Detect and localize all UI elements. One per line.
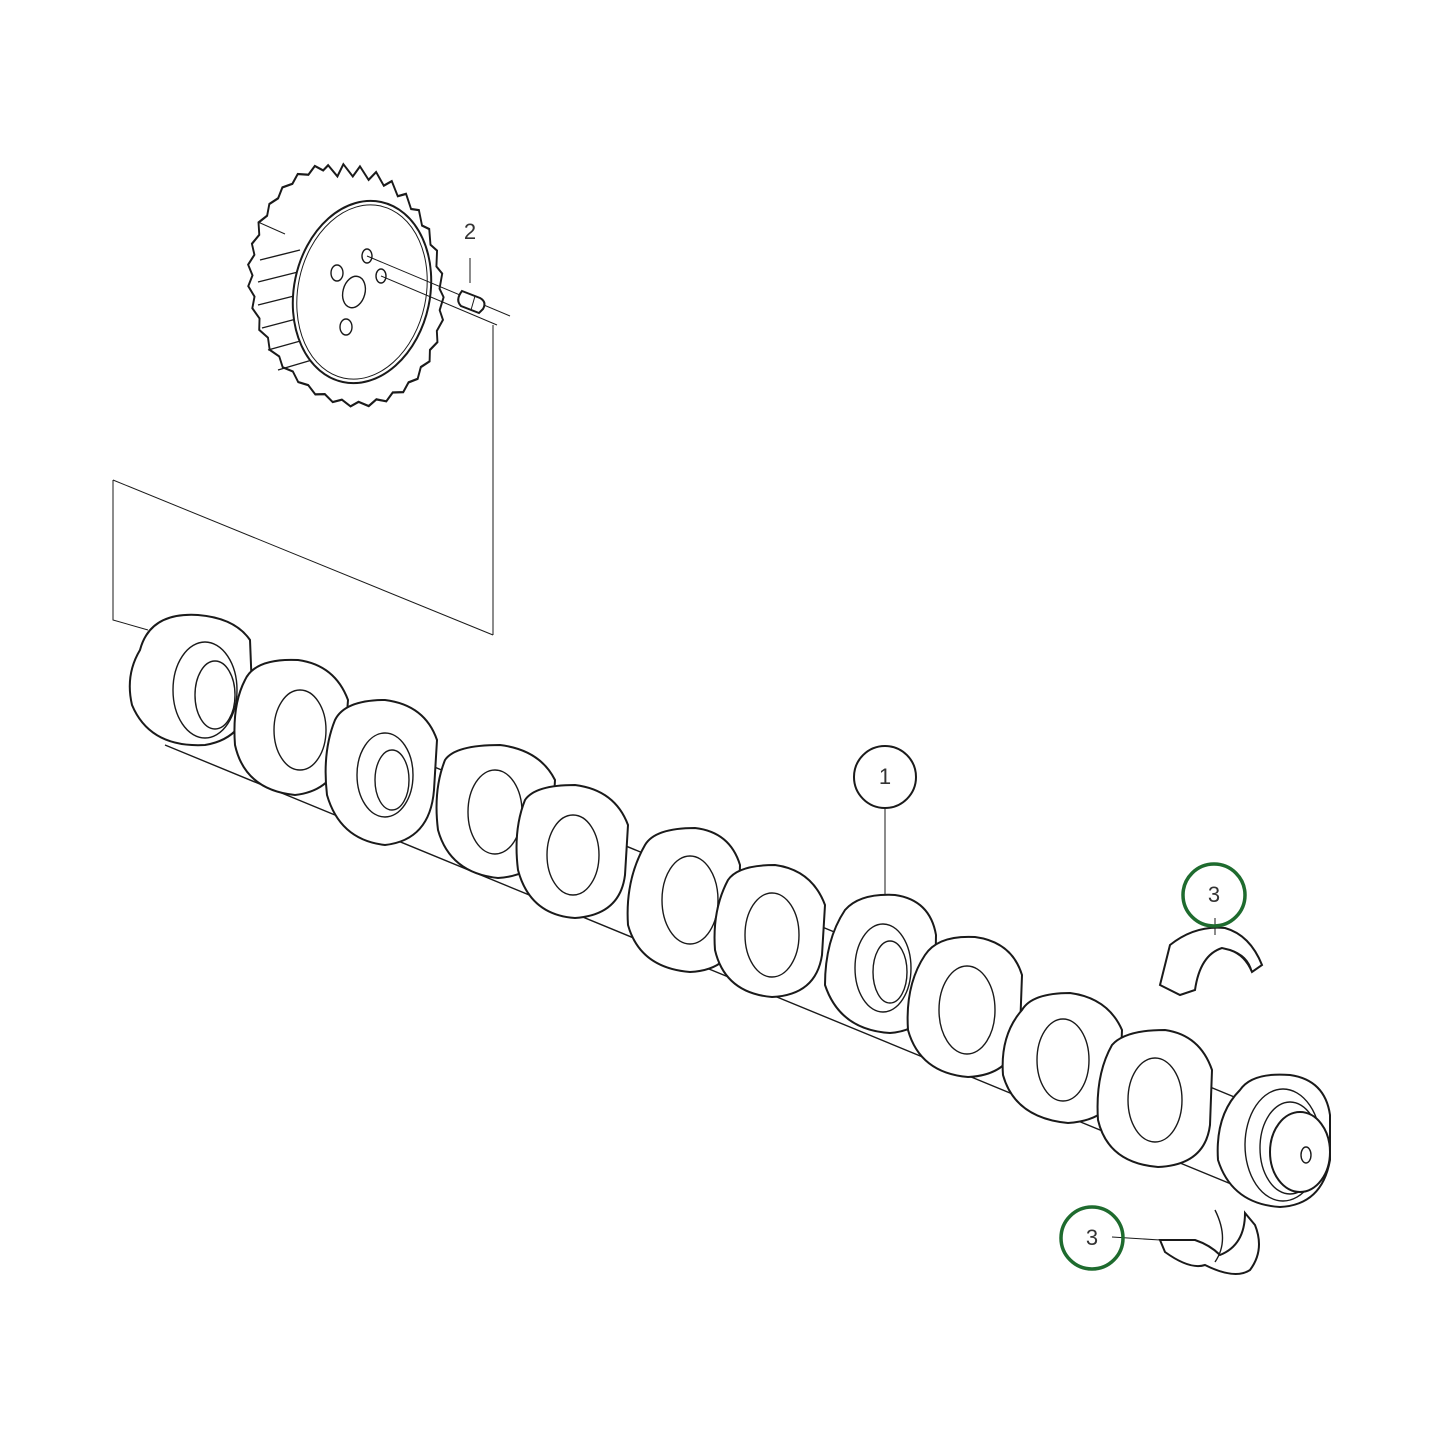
cam-lobe [626,826,742,974]
camshaft-gear [247,162,445,408]
camshaft-journal-rear [1216,1073,1331,1209]
dowel-pin [457,258,486,315]
cam-lobe [713,863,827,999]
cam-lobe [324,698,439,847]
part-label-2: 2 [463,219,477,244]
cam-lobe [1096,1028,1214,1169]
callout-1[interactable] [853,745,917,895]
bearing-shell-upper [1158,918,1264,997]
part-label-3-upper: 3 [1207,882,1221,907]
cam-lobe [515,783,630,920]
camshaft-journal-front [128,613,254,747]
cam-lobe [233,658,350,797]
assembly-guide-lines [112,255,511,636]
bearing-shell-lower [1111,1209,1260,1275]
cam-lobe [1001,991,1124,1125]
callout-3-lower[interactable] [1059,1205,1125,1271]
part-label-1: 1 [878,764,892,789]
camshaft [128,613,1331,1209]
callout-3-upper[interactable] [1181,862,1247,928]
part-label-3-lower: 3 [1085,1225,1099,1250]
